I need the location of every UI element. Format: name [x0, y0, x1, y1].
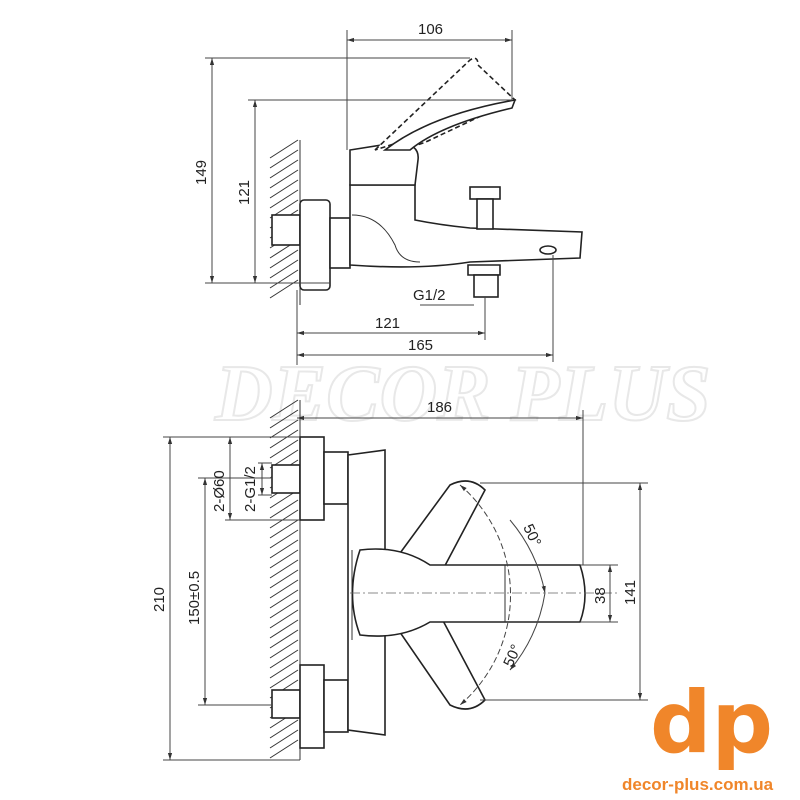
- dim-121-vertical-label: 121: [236, 180, 253, 205]
- hatch-line: [269, 579, 299, 599]
- dim-38-label: 38: [592, 587, 609, 604]
- thread-size-label: 2-G1/2: [242, 466, 259, 512]
- dim-149-label: 149: [193, 160, 210, 185]
- upper-nut: [323, 451, 349, 505]
- mixer-body: [349, 184, 583, 268]
- hatch-line: [269, 609, 299, 629]
- hatch-line: [269, 639, 299, 659]
- hatch-line: [269, 499, 299, 519]
- inlet-nut: [271, 214, 301, 246]
- hatch-line: [269, 719, 299, 739]
- hatch-line: [269, 249, 299, 269]
- shower-outlet: [467, 264, 501, 276]
- dim-121-horizontal-label: 121: [375, 315, 400, 332]
- thread-g12-label: G1/2: [413, 287, 446, 304]
- hatch-line: [269, 149, 299, 169]
- hatch-line: [269, 589, 299, 609]
- hatch-line: [269, 529, 299, 549]
- diverter-knob: [469, 186, 501, 200]
- aerator: [539, 245, 557, 255]
- angle-upper-label: 50°: [519, 522, 544, 550]
- hatch-line: [269, 269, 299, 289]
- hatch-line: [269, 559, 299, 579]
- dim-106-label: 106: [418, 21, 443, 38]
- hatch-line: [269, 429, 299, 449]
- hatch-line: [269, 549, 299, 569]
- side-view: 106 149 121 G1/2 121 165: [193, 21, 583, 365]
- upper-inlet: [271, 464, 301, 494]
- hatch-line: [269, 419, 299, 439]
- hatch-line: [269, 189, 299, 209]
- dim-210-label: 210: [151, 587, 168, 612]
- angle-lower-label: 50°: [500, 642, 525, 670]
- flange-diameter-label: 2-Ø60: [211, 470, 228, 512]
- hatch-line: [269, 259, 299, 279]
- hatch-line: [269, 439, 299, 459]
- dim-165-label: 165: [408, 337, 433, 354]
- upper-flange: [299, 436, 325, 521]
- hatch-line: [269, 599, 299, 619]
- watermark: DECOR PLUS: [214, 350, 711, 438]
- dim-186-label: 186: [427, 399, 452, 416]
- diverter-stem: [476, 198, 494, 230]
- shower-thread: [473, 274, 499, 298]
- handle-lever: [382, 98, 517, 151]
- hatch-line: [269, 649, 299, 669]
- hatch-line: [269, 669, 299, 689]
- lower-inlet: [271, 689, 301, 719]
- hatch-line: [269, 539, 299, 559]
- hatch-line: [269, 729, 299, 749]
- hatch-line: [269, 509, 299, 529]
- lower-nut: [323, 679, 349, 733]
- handle-upper-position: [393, 480, 486, 576]
- dim-150-label: 150±0.5: [186, 571, 203, 625]
- brand-logo: dp decor-plus.com.ua: [622, 673, 774, 794]
- wall-flange: [299, 199, 331, 291]
- hatch-line: [269, 569, 299, 589]
- dim-141-label: 141: [622, 580, 639, 605]
- logo-url[interactable]: decor-plus.com.ua: [622, 775, 774, 794]
- hatch-line: [269, 159, 299, 179]
- front-view: 50° 50° 186 210 150±0.5 2-Ø60 2-G1/2 38 …: [151, 399, 648, 761]
- hatch-line: [269, 519, 299, 539]
- hatch-line: [269, 739, 299, 759]
- hatch-line: [269, 629, 299, 649]
- logo-mark: dp: [650, 673, 773, 773]
- hatch-line: [269, 619, 299, 639]
- hatch-line: [269, 409, 299, 429]
- eccentric-nut: [329, 217, 351, 269]
- hatch-line: [269, 169, 299, 189]
- handle-front: [351, 548, 586, 637]
- hatch-line: [269, 179, 299, 199]
- hatch-line: [269, 399, 299, 419]
- lower-flange: [299, 664, 325, 749]
- hatch-line: [269, 659, 299, 679]
- hatch-line: [269, 139, 299, 159]
